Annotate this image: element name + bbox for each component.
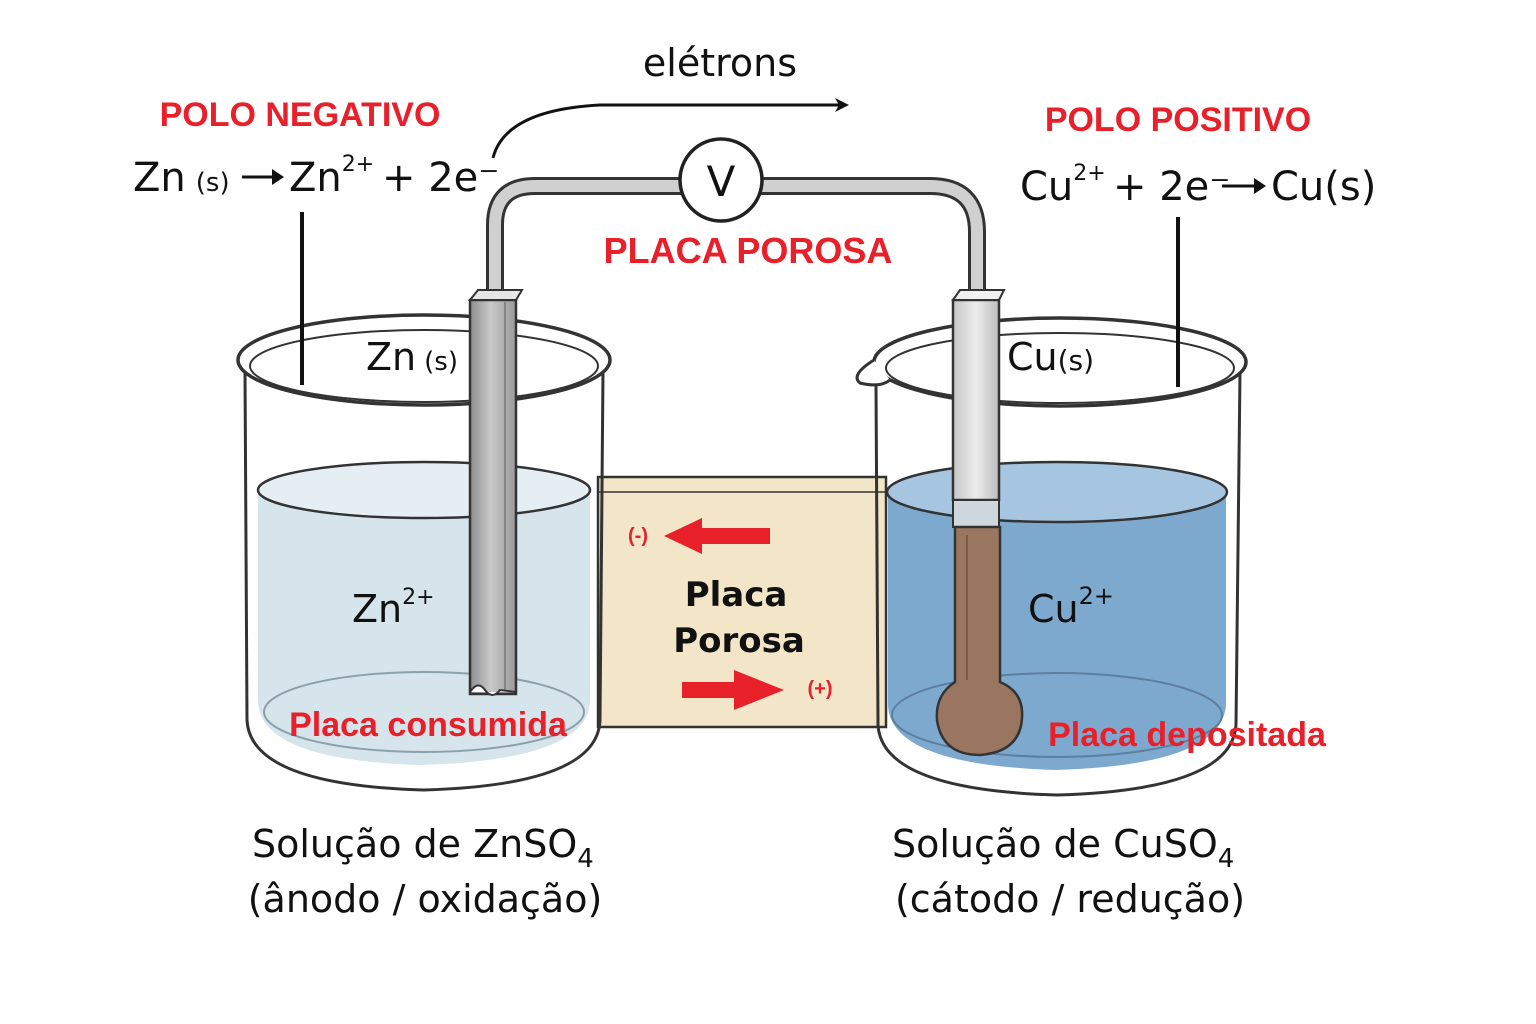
left-caption-sub: 4 (577, 844, 594, 874)
svg-text:Cu2+: Cu2+ (1020, 161, 1106, 210)
anode-product: Zn (289, 155, 342, 201)
voltmeter-label: V (707, 157, 736, 206)
anode-reactant: Zn (133, 155, 186, 201)
svg-text:Solução de ZnSO4: Solução de ZnSO4 (252, 822, 594, 874)
zn-electrode-label: Zn (366, 335, 416, 379)
svg-text:Zn2+: Zn2+ (352, 585, 435, 631)
positive-pole-label: POLO POSITIVO (1045, 101, 1311, 139)
zn-electrode-state: (s) (424, 347, 458, 377)
zn-ion-label: Zn (352, 587, 402, 631)
svg-text:Zn2+: Zn2+ (289, 152, 374, 201)
svg-text:Cu2+: Cu2+ (1028, 582, 1114, 631)
anode-product-charge: 2+ (342, 152, 374, 177)
svg-text:Cu(s): Cu(s) (1007, 335, 1094, 379)
right-caption-line2: (cátodo / redução) (895, 877, 1245, 921)
svg-text:Solução de CuSO4: Solução de CuSO4 (892, 822, 1234, 874)
external-circuit (486, 177, 986, 296)
bridge-minus-label: (-) (628, 525, 648, 547)
anion-flow-arrow (664, 518, 770, 554)
porous-plate-top-label: PLACA POROSA (604, 230, 893, 271)
zinc-electrode (467, 289, 524, 696)
copper-electrode (935, 289, 1024, 757)
bridge-label-line1: Placa (685, 575, 788, 615)
cu-electrode-label: Cu (1007, 335, 1058, 379)
left-caption-line1: Solução de ZnSO (252, 822, 577, 866)
consumed-plate-label: Placa consumida (289, 706, 568, 744)
anode-reactant-state: (s) (196, 168, 230, 198)
cathode-reaction: Cu2+ + 2e⁻ Cu(s) (1020, 161, 1376, 210)
deposited-plate-label: Placa depositada (1048, 716, 1327, 754)
left-caption-line2: (ânodo / oxidação) (248, 877, 603, 921)
negative-pole-label: POLO NEGATIVO (160, 96, 441, 134)
right-caption-sub: 4 (1218, 844, 1235, 874)
cathode-arrow (1222, 178, 1266, 194)
bridge-label-line2: Porosa (673, 621, 805, 661)
zn-ion-charge: 2+ (402, 585, 434, 610)
anode-arrow (242, 169, 284, 185)
cu-ion-charge: 2+ (1079, 582, 1114, 610)
anode-electrons: + 2e⁻ (382, 155, 499, 201)
cathode-reactant-charge: 2+ (1073, 161, 1105, 186)
electrons-label: elétrons (643, 41, 797, 85)
cathode-electrons: + 2e⁻ (1113, 164, 1230, 210)
cu-electrode-state: (s) (1058, 344, 1094, 377)
svg-text:Zn(s): Zn (s) (133, 155, 230, 201)
bridge-plus-label: (+) (808, 678, 833, 700)
voltmeter: V (678, 137, 764, 223)
right-caption-line1: Solução de CuSO (892, 822, 1218, 866)
electron-flow-arrow (491, 98, 849, 159)
cathode-reactant: Cu (1020, 164, 1073, 210)
svg-text:Zn(s): Zn (s) (366, 335, 458, 379)
cathode-product: Cu(s) (1271, 164, 1376, 210)
anode-reaction: Zn(s) Zn2+ + 2e⁻ (133, 152, 499, 201)
cation-flow-arrow (682, 670, 784, 710)
cu-ion-label: Cu (1028, 587, 1079, 631)
